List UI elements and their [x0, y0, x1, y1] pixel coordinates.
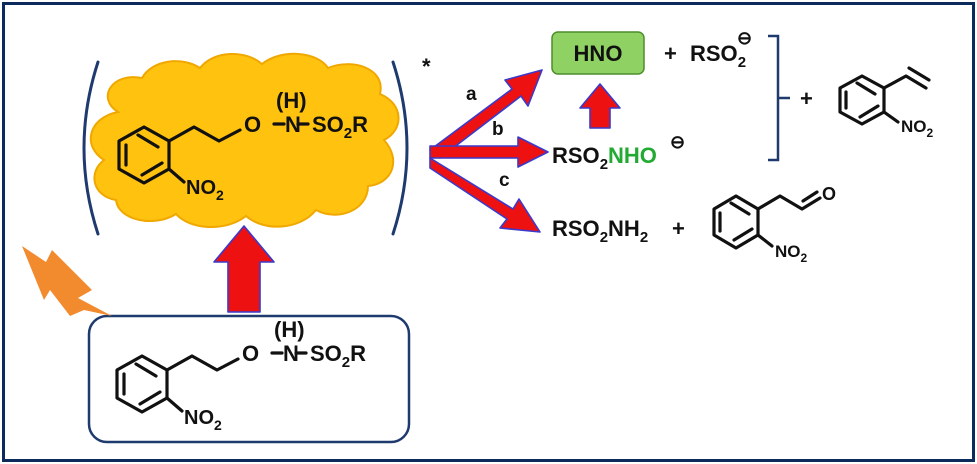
aldehyde-oxygen: O [822, 184, 836, 204]
plus-sign: + [672, 216, 685, 241]
anion-product: RSO2NHO [552, 143, 657, 173]
nitro-group: NO2 [186, 177, 224, 203]
hno-release-arrow [579, 83, 621, 129]
pathway-label-b: b [492, 119, 504, 140]
sulfonyl-group: SO2R [312, 112, 368, 142]
hno-product: HNO [574, 41, 623, 66]
oxygen-atom: O [242, 341, 259, 366]
excitation-arrow [213, 225, 275, 313]
nitro-group: NO2 [184, 407, 222, 433]
nitro-group: NO2 [901, 117, 934, 140]
starting-material-box [87, 314, 411, 444]
excitation-cloud [89, 52, 400, 228]
sulfinate-charge: ⊖ [737, 28, 752, 48]
pathway-arrow-c [429, 157, 541, 233]
starting-molecule: O N (H) SO2R NO2 [115, 317, 366, 433]
sulfinate-product: RSO2 [690, 41, 746, 71]
sulfonyl-group: SO2R [310, 341, 366, 371]
pathway-label-c: c [499, 170, 510, 191]
nitrogen-atom: N [285, 112, 301, 137]
left-bracket [82, 60, 100, 236]
nitrostyrene-molecule: NO2 [838, 66, 934, 140]
lightning-bolt-icon [22, 246, 112, 316]
nitrophenylacetaldehyde-molecule: O NO2 [712, 184, 836, 265]
sulfonamide-product: RSO2NH2 [552, 216, 648, 246]
hno-highlight-box [551, 31, 645, 75]
oxygen-atom: O [244, 112, 261, 137]
plus-sign: + [664, 41, 677, 66]
excited-molecule: O N (H) SO2R NO2 [117, 88, 368, 203]
nitro-group: NO2 [775, 242, 808, 265]
hydrogen-label: (H) [276, 88, 307, 113]
product-bracket [768, 34, 790, 162]
pathway-label-a: a [466, 84, 477, 105]
nitrogen-atom: N [283, 341, 299, 366]
pathway-arrow-b [429, 136, 549, 168]
right-bracket [391, 60, 409, 236]
pathway-arrows [429, 69, 549, 233]
plus-sign: + [800, 86, 813, 111]
anion-charge: ⊖ [670, 132, 685, 152]
excited-state-star: * [422, 54, 431, 79]
hydrogen-label: (H) [274, 317, 305, 342]
